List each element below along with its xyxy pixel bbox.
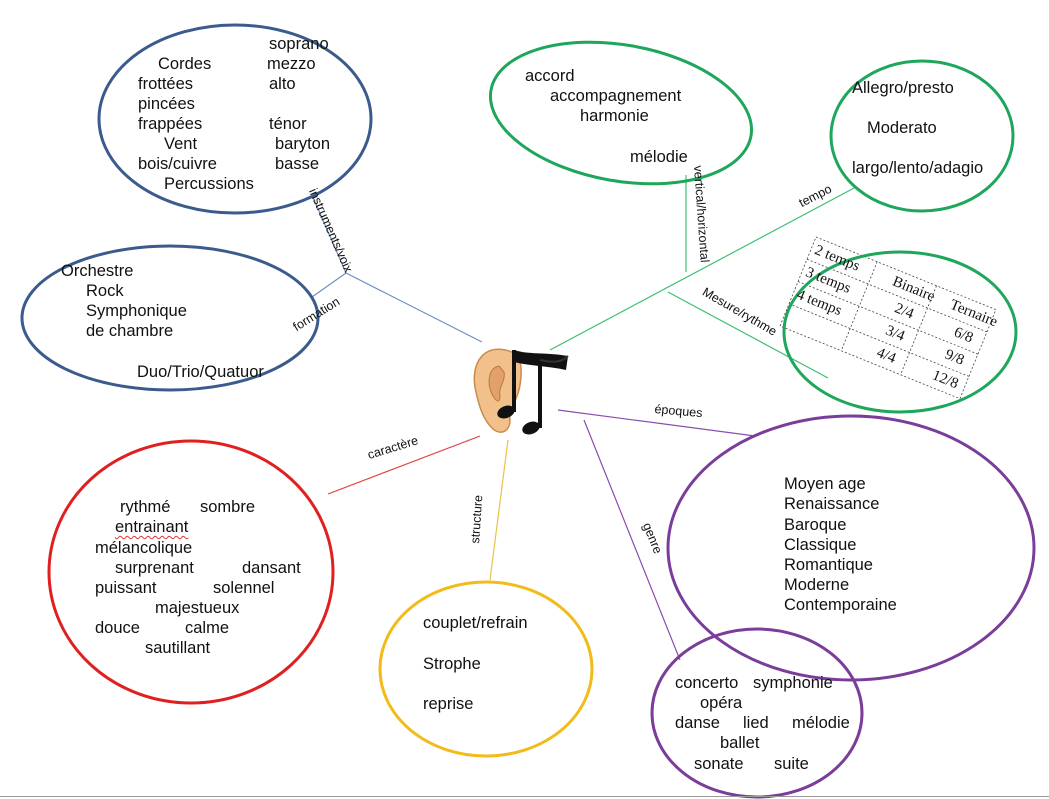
node-classique: Classique	[784, 536, 857, 554]
node-largo-lento-adagio: largo/lento/adagio	[852, 159, 984, 177]
node-reprise: reprise	[423, 695, 474, 713]
node-strophe: Strophe	[423, 655, 481, 673]
node-ballet: ballet	[720, 734, 760, 752]
node-accord: accord	[525, 67, 575, 85]
ellipse-epoques	[666, 414, 1036, 682]
node-dansant: dansant	[242, 559, 301, 577]
node-moderato: Moderato	[867, 119, 937, 137]
table-cell-4-4: 4/4	[874, 344, 899, 367]
node-opera: opéra	[700, 694, 743, 712]
node-romantique: Romantique	[784, 556, 873, 574]
node-contemporaine: Contemporaine	[784, 596, 897, 614]
branch-line-caractere	[327, 435, 481, 495]
node-solennel: solennel	[213, 579, 275, 597]
table-cell-6-8: 6/8	[951, 324, 976, 347]
table-cell-2-4: 2/4	[892, 300, 917, 323]
node-harmonie: harmonie	[580, 107, 649, 125]
node-couplet-refrain: couplet/refrain	[423, 614, 528, 632]
node-moderne: Moderne	[784, 576, 850, 594]
node-symphonique: Symphonique	[86, 302, 187, 320]
node-baroque: Baroque	[784, 516, 847, 534]
node-pincees: pincées	[138, 95, 195, 113]
node-suite: suite	[774, 755, 809, 773]
node-melodie-g: mélodie	[792, 714, 850, 732]
node-puissant: puissant	[95, 579, 157, 597]
node-entrainant: entrainant	[115, 518, 189, 536]
branch-line-epoques	[557, 409, 756, 437]
node-sautillant: sautillant	[145, 639, 211, 657]
node-alto: alto	[269, 75, 296, 93]
node-cordes: Cordes	[158, 55, 212, 73]
branch-line-instruments	[345, 272, 483, 343]
node-renaissance: Renaissance	[784, 495, 880, 513]
node-danse: danse	[675, 714, 720, 732]
node-allegro-presto: Allegro/presto	[852, 79, 954, 97]
branch-line-structure	[489, 439, 509, 581]
node-lied: lied	[743, 714, 769, 732]
table-cell-3-4: 3/4	[883, 322, 908, 345]
page-bottom-rule	[0, 796, 1049, 797]
node-vent: Vent	[164, 135, 198, 153]
node-accompagnement: accompagnement	[550, 87, 682, 105]
branch-line-formation	[311, 272, 347, 298]
node-duo-trio-quatuor: Duo/Trio/Quatuor	[137, 363, 264, 381]
node-melodie-h: mélodie	[630, 148, 688, 166]
branch-line-instruments-voix	[311, 194, 347, 274]
node-sombre: sombre	[200, 498, 256, 516]
node-sonate: sonate	[694, 755, 744, 773]
node-bois-cuivre: bois/cuivre	[138, 155, 217, 173]
node-tenor: ténor	[269, 115, 307, 133]
node-majestueux: majestueux	[155, 599, 240, 617]
ellipse-formation	[20, 244, 320, 392]
ellipse-tempo	[829, 59, 1015, 213]
ellipse-genre	[650, 627, 864, 799]
ellipse-harmonie	[488, 40, 754, 186]
branch-line-main-green	[549, 186, 857, 351]
node-calme: calme	[185, 619, 230, 637]
node-percussions: Percussions	[164, 175, 254, 193]
node-symphonie: symphonie	[753, 674, 833, 692]
table-cell-9-8: 9/8	[942, 346, 967, 369]
node-douce: douce	[95, 619, 140, 637]
node-melancolique: mélancolique	[95, 539, 193, 557]
node-moyen-age: Moyen age	[784, 475, 866, 493]
ellipse-instruments	[97, 23, 373, 215]
node-mezzo: mezzo	[267, 55, 316, 73]
ear-and-music-note-icon	[473, 348, 569, 435]
node-frappees: frappées	[138, 115, 203, 133]
ellipse-caractere	[47, 439, 335, 705]
node-concerto: concerto	[675, 674, 739, 692]
node-baryton: baryton	[275, 135, 331, 153]
node-orchestre: Orchestre	[61, 262, 134, 280]
node-frottees: frottées	[138, 75, 194, 93]
ellipse-structure	[378, 580, 594, 758]
ellipse-mesure	[782, 250, 1018, 414]
node-basse: basse	[275, 155, 320, 173]
mesure-table	[779, 236, 997, 400]
branch-line-mesure	[667, 291, 829, 379]
node-soprano: soprano	[269, 35, 329, 53]
node-surprenant: surprenant	[115, 559, 194, 577]
node-rythme: rythmé	[120, 498, 171, 516]
node-de-chambre: de chambre	[86, 322, 174, 340]
branch-line-genre	[583, 419, 681, 661]
node-rock: Rock	[86, 282, 124, 300]
